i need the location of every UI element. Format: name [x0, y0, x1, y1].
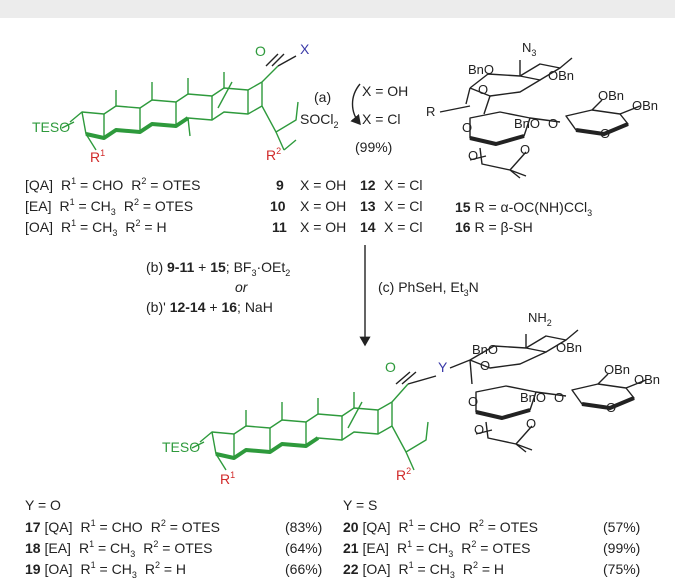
compound-14: 14 — [360, 219, 376, 235]
donor-o-2: O — [462, 120, 472, 135]
donor-o-5: O — [548, 116, 558, 131]
x-cl-label: X = Cl — [362, 111, 401, 127]
product-o-6: O — [606, 400, 616, 415]
product-bno1: BnO — [472, 342, 498, 357]
product-r1: R1 — [220, 470, 235, 487]
donor-o-6: O — [600, 126, 610, 141]
product-obn2: OBn — [604, 362, 630, 377]
donor-o-4: O — [520, 142, 530, 157]
donor-sugar — [439, 57, 641, 179]
donor-o-1: O — [478, 82, 488, 97]
row-oa-x2: X = Cl — [384, 219, 423, 235]
compound-11: 11 — [272, 219, 287, 235]
compound-10: 10 — [270, 198, 286, 214]
compound-13: 13 — [360, 198, 376, 214]
step-a-yield: (99%) — [355, 139, 392, 155]
product-r2: R2 — [396, 466, 411, 483]
r2-label: R2 — [266, 146, 281, 163]
socl2-label: SOCl2 — [300, 111, 338, 130]
product-nh2: NH2 — [528, 310, 552, 328]
header-band — [0, 0, 675, 18]
x-oh-label: X = OH — [362, 83, 408, 99]
condition-bp: (b)' 12-14 + 16; NaH — [146, 299, 273, 315]
teso-label: TESO — [32, 119, 70, 135]
donor-obn2: OBn — [598, 88, 624, 103]
r1-label: R1 — [90, 148, 105, 165]
product-o: O — [385, 359, 396, 375]
product-o-4: O — [526, 416, 536, 431]
product-o-5: O — [554, 390, 564, 405]
product-bno2: BnO — [520, 390, 546, 405]
donor-bno1: BnO — [468, 62, 494, 77]
carbonyl-o-label: O — [255, 43, 266, 59]
row-oa-x1: X = OH — [300, 219, 346, 235]
donor-obn3: OBn — [632, 98, 658, 113]
product-teso: TESO — [162, 439, 200, 455]
left-header: Y = O — [25, 497, 61, 513]
product-o-3: O — [474, 422, 484, 437]
step-a-arrow — [350, 83, 361, 126]
row-qa-x2: X = Cl — [384, 177, 423, 193]
result-22-yield: (75%) — [603, 561, 640, 577]
donor-obn1: OBn — [548, 68, 574, 83]
donor-o-3: O — [468, 148, 478, 163]
product-y: Y — [438, 359, 448, 375]
product-obn1: OBn — [556, 340, 582, 355]
result-17-yield: (83%) — [285, 519, 322, 535]
right-header: Y = S — [343, 497, 377, 513]
condition-c: (c) PhSeH, Et3N — [378, 279, 479, 298]
triterpene-top — [61, 53, 299, 151]
product-obn3: OBn — [634, 372, 660, 387]
donor-r: R — [426, 104, 435, 119]
donor-n3: N3 — [522, 40, 536, 58]
product-sugar — [449, 329, 647, 453]
row-qa-x1: X = OH — [300, 177, 346, 193]
compound-12: 12 — [360, 177, 376, 193]
condition-b: (b) 9-11 + 15; BF3·OEt2 — [146, 259, 290, 278]
donor-15: 15 R = α-OC(NH)CCl3 — [455, 199, 592, 218]
result-18-yield: (64%) — [285, 540, 322, 556]
step-a-label: (a) — [314, 89, 331, 105]
product-o-1: O — [480, 358, 490, 373]
donor-bno2: BnO — [514, 116, 540, 131]
result-20-yield: (57%) — [603, 519, 640, 535]
compound-9: 9 — [276, 177, 284, 193]
result-21-yield: (99%) — [603, 540, 640, 556]
x-label: X — [300, 41, 310, 57]
product-triterpene — [191, 371, 437, 471]
row-ea-x1: X = OH — [300, 198, 346, 214]
product-o-2: O — [468, 394, 478, 409]
donor-16: 16 R = β-SH — [455, 219, 533, 235]
row-ea-x2: X = Cl — [384, 198, 423, 214]
condition-or: or — [235, 279, 249, 295]
result-19-yield: (66%) — [285, 561, 322, 577]
